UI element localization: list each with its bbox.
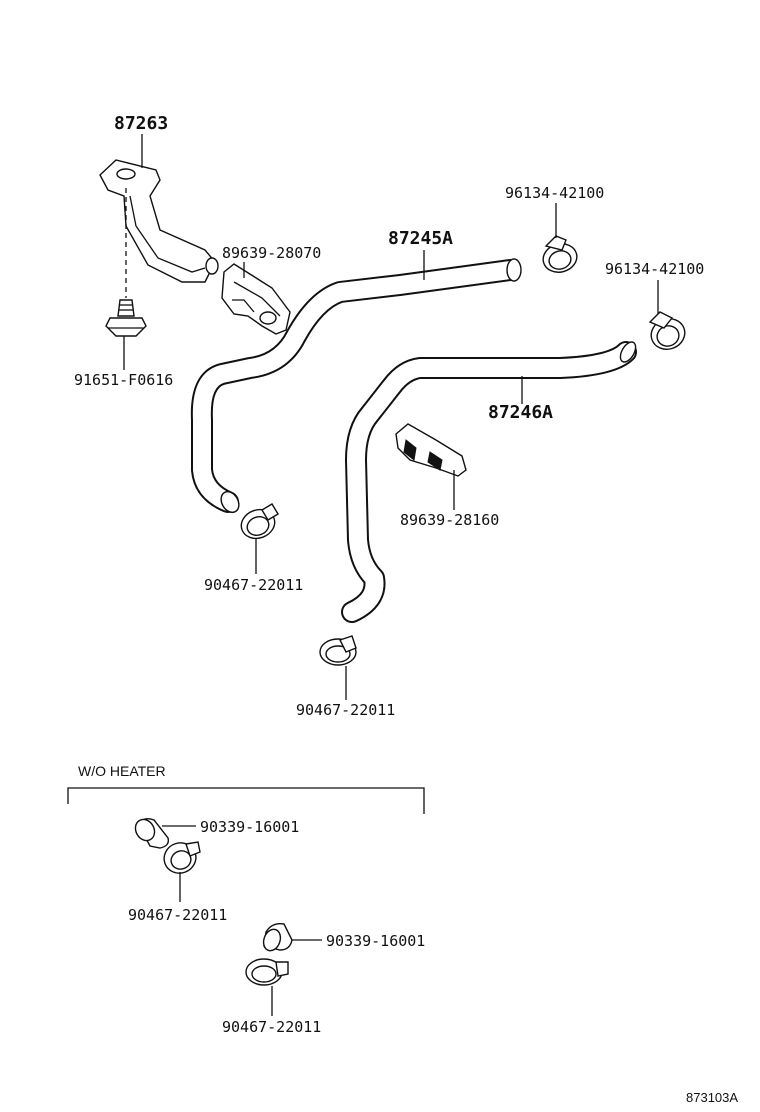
cap-90339-2[interactable] bbox=[261, 922, 293, 953]
label-90467-mid: 90467-22011 bbox=[204, 576, 303, 594]
clamp-96134-top[interactable] bbox=[540, 235, 580, 276]
bolt-91651[interactable] bbox=[105, 299, 147, 337]
label-90467-heater-1: 90467-22011 bbox=[128, 906, 227, 924]
label-90339-1: 90339-16001 bbox=[200, 818, 299, 836]
clamp-96134-right[interactable] bbox=[647, 311, 689, 354]
label-90339-2: 90339-16001 bbox=[326, 932, 425, 950]
label-87246A: 87246A bbox=[488, 402, 553, 423]
label-96134-top: 96134-42100 bbox=[505, 184, 604, 202]
label-90467-low: 90467-22011 bbox=[296, 701, 395, 719]
label-87245A: 87245A bbox=[388, 228, 453, 249]
diagram-code: 873103A bbox=[686, 1090, 738, 1105]
bracket-87263[interactable] bbox=[99, 159, 219, 283]
clamp-90467-heater-2[interactable] bbox=[245, 958, 289, 986]
cap-90339-1[interactable] bbox=[132, 816, 170, 849]
clamp-90467-mid[interactable] bbox=[237, 503, 279, 543]
clamp-90467-low[interactable] bbox=[319, 635, 357, 666]
hose-87246A[interactable] bbox=[341, 339, 639, 623]
label-89639-28160: 89639-28160 bbox=[400, 511, 499, 529]
label-96134-right: 96134-42100 bbox=[605, 260, 704, 278]
section-bracket-line bbox=[67, 787, 425, 814]
label-87263: 87263 bbox=[114, 113, 168, 134]
label-89639-28070: 89639-28070 bbox=[222, 244, 321, 262]
label-91651: 91651-F0616 bbox=[74, 371, 173, 389]
clip-89639-28070[interactable] bbox=[221, 263, 291, 335]
label-90467-heater-2: 90467-22011 bbox=[222, 1018, 321, 1036]
clip-89639-28160[interactable] bbox=[395, 423, 467, 477]
clamp-90467-heater-1[interactable] bbox=[160, 838, 201, 877]
section-title-wo-heater: W/O HEATER bbox=[78, 763, 166, 779]
hose-87245A[interactable] bbox=[190, 258, 522, 516]
